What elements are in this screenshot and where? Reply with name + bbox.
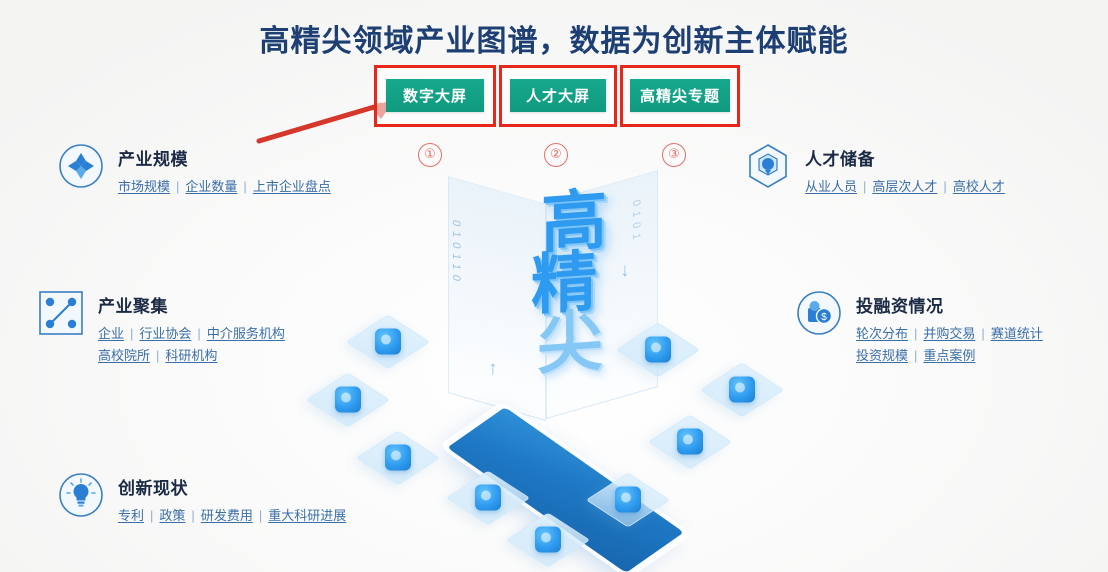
link-item[interactable]: 研发费用	[200, 508, 253, 523]
separator: |	[863, 179, 867, 194]
svg-text:$: $	[821, 312, 827, 323]
separator: |	[943, 179, 947, 194]
binary-stream-right: 0101	[630, 198, 642, 246]
feature-innovation-status[interactable]: 创新现状 专利 | 政策 | 研发费用 | 重大科研进展	[58, 472, 346, 527]
feature-title: 产业聚集	[98, 297, 168, 316]
floating-cube	[305, 370, 391, 430]
link-item[interactable]: 重点案例	[923, 348, 976, 363]
feature-talent-reserve[interactable]: 人才储备 从业人员 | 高层次人才 | 高校人才	[745, 143, 1005, 198]
feature-title: 创新现状	[118, 479, 188, 498]
separator: |	[914, 348, 918, 363]
link-item[interactable]: 行业协会	[139, 326, 192, 341]
flower-diamond-icon	[58, 143, 104, 189]
hexagon-badge-icon	[745, 143, 791, 189]
arrow-down-icon: ↓	[620, 260, 630, 281]
floating-cube	[445, 468, 531, 528]
feature-links: 专利 | 政策 | 研发费用 | 重大科研进展	[118, 505, 346, 527]
link-item[interactable]: 并购交易	[923, 326, 976, 341]
marker-2: ②	[544, 143, 568, 167]
floating-cube	[699, 360, 785, 420]
link-item[interactable]: 上市企业盘点	[252, 179, 331, 194]
marker-3: ③	[662, 143, 686, 167]
hero-char-3: 尖	[537, 303, 601, 383]
lightbulb-icon	[58, 472, 104, 518]
feature-links: 从业人员 | 高层次人才 | 高校人才	[805, 176, 1005, 198]
feature-links: 企业 | 行业协会 | 中介服务机构 高校院所 | 科研机构	[98, 323, 285, 367]
link-item[interactable]: 企业数量	[185, 179, 238, 194]
link-item[interactable]: 中介服务机构	[206, 326, 285, 341]
link-item[interactable]: 市场规模	[118, 179, 171, 194]
link-item[interactable]: 高校人才	[952, 179, 1005, 194]
floating-cube	[615, 320, 701, 380]
hero-characters: 高 精 尖	[505, 182, 625, 466]
page-title: 高精尖领域产业图谱，数据为创新主体赋能	[259, 25, 849, 58]
link-item[interactable]: 科研机构	[165, 348, 218, 363]
marker-1: ①	[418, 143, 442, 167]
floating-cube	[345, 312, 431, 372]
binary-stream-left: 010110	[450, 218, 462, 288]
feature-industry-scale[interactable]: 产业规模 市场规模 | 企业数量 | 上市企业盘点	[58, 143, 331, 198]
button-digital-dashboard[interactable]: 数字大屏	[386, 79, 484, 112]
floating-cube	[355, 428, 441, 488]
floating-cube	[647, 412, 733, 472]
link-item[interactable]: 投资规模	[856, 348, 909, 363]
link-item[interactable]: 高校院所	[98, 348, 151, 363]
feature-industry-cluster[interactable]: 产业聚集 企业 | 行业协会 | 中介服务机构 高校院所 | 科研机构	[38, 290, 285, 367]
network-nodes-icon	[38, 290, 84, 336]
separator: |	[191, 508, 195, 523]
separator: |	[130, 326, 134, 341]
feature-title: 产业规模	[118, 150, 188, 169]
feature-title: 投融资情况	[856, 297, 944, 316]
arrow-up-icon: ↑	[488, 358, 498, 379]
dashboard-button-row: 数字大屏 人才大屏 高精尖专题	[374, 65, 740, 129]
floating-cube	[505, 510, 591, 570]
separator: |	[176, 179, 180, 194]
separator: |	[258, 508, 263, 523]
link-item[interactable]: 重大科研进展	[268, 508, 347, 523]
button-advanced-topic[interactable]: 高精尖专题	[630, 79, 730, 112]
link-item[interactable]: 企业	[98, 326, 125, 341]
floating-cube	[585, 470, 671, 530]
separator: |	[197, 326, 201, 341]
link-item[interactable]: 轮次分布	[856, 326, 909, 341]
link-item[interactable]: 赛道统计	[990, 326, 1043, 341]
center-illustration: 010110 0101 ↓ ↑ 高 精 尖	[305, 169, 785, 572]
separator: |	[981, 326, 985, 341]
separator: |	[150, 508, 154, 523]
feature-investment-financing[interactable]: $ 投融资情况 轮次分布 | 并购交易 | 赛道统计 投资规模 | 重点案例	[796, 290, 1043, 367]
separator: |	[156, 348, 160, 363]
link-item[interactable]: 政策	[159, 508, 186, 523]
link-item[interactable]: 专利	[118, 508, 145, 523]
finance-coin-icon: $	[796, 290, 842, 336]
separator: |	[914, 326, 918, 341]
link-item[interactable]: 从业人员	[805, 179, 858, 194]
separator: |	[243, 179, 247, 194]
link-item[interactable]: 高层次人才	[872, 179, 938, 194]
feature-title: 人才储备	[805, 150, 875, 169]
feature-links: 轮次分布 | 并购交易 | 赛道统计 投资规模 | 重点案例	[856, 323, 1043, 367]
feature-links: 市场规模 | 企业数量 | 上市企业盘点	[118, 176, 331, 198]
button-talent-dashboard[interactable]: 人才大屏	[510, 79, 606, 112]
